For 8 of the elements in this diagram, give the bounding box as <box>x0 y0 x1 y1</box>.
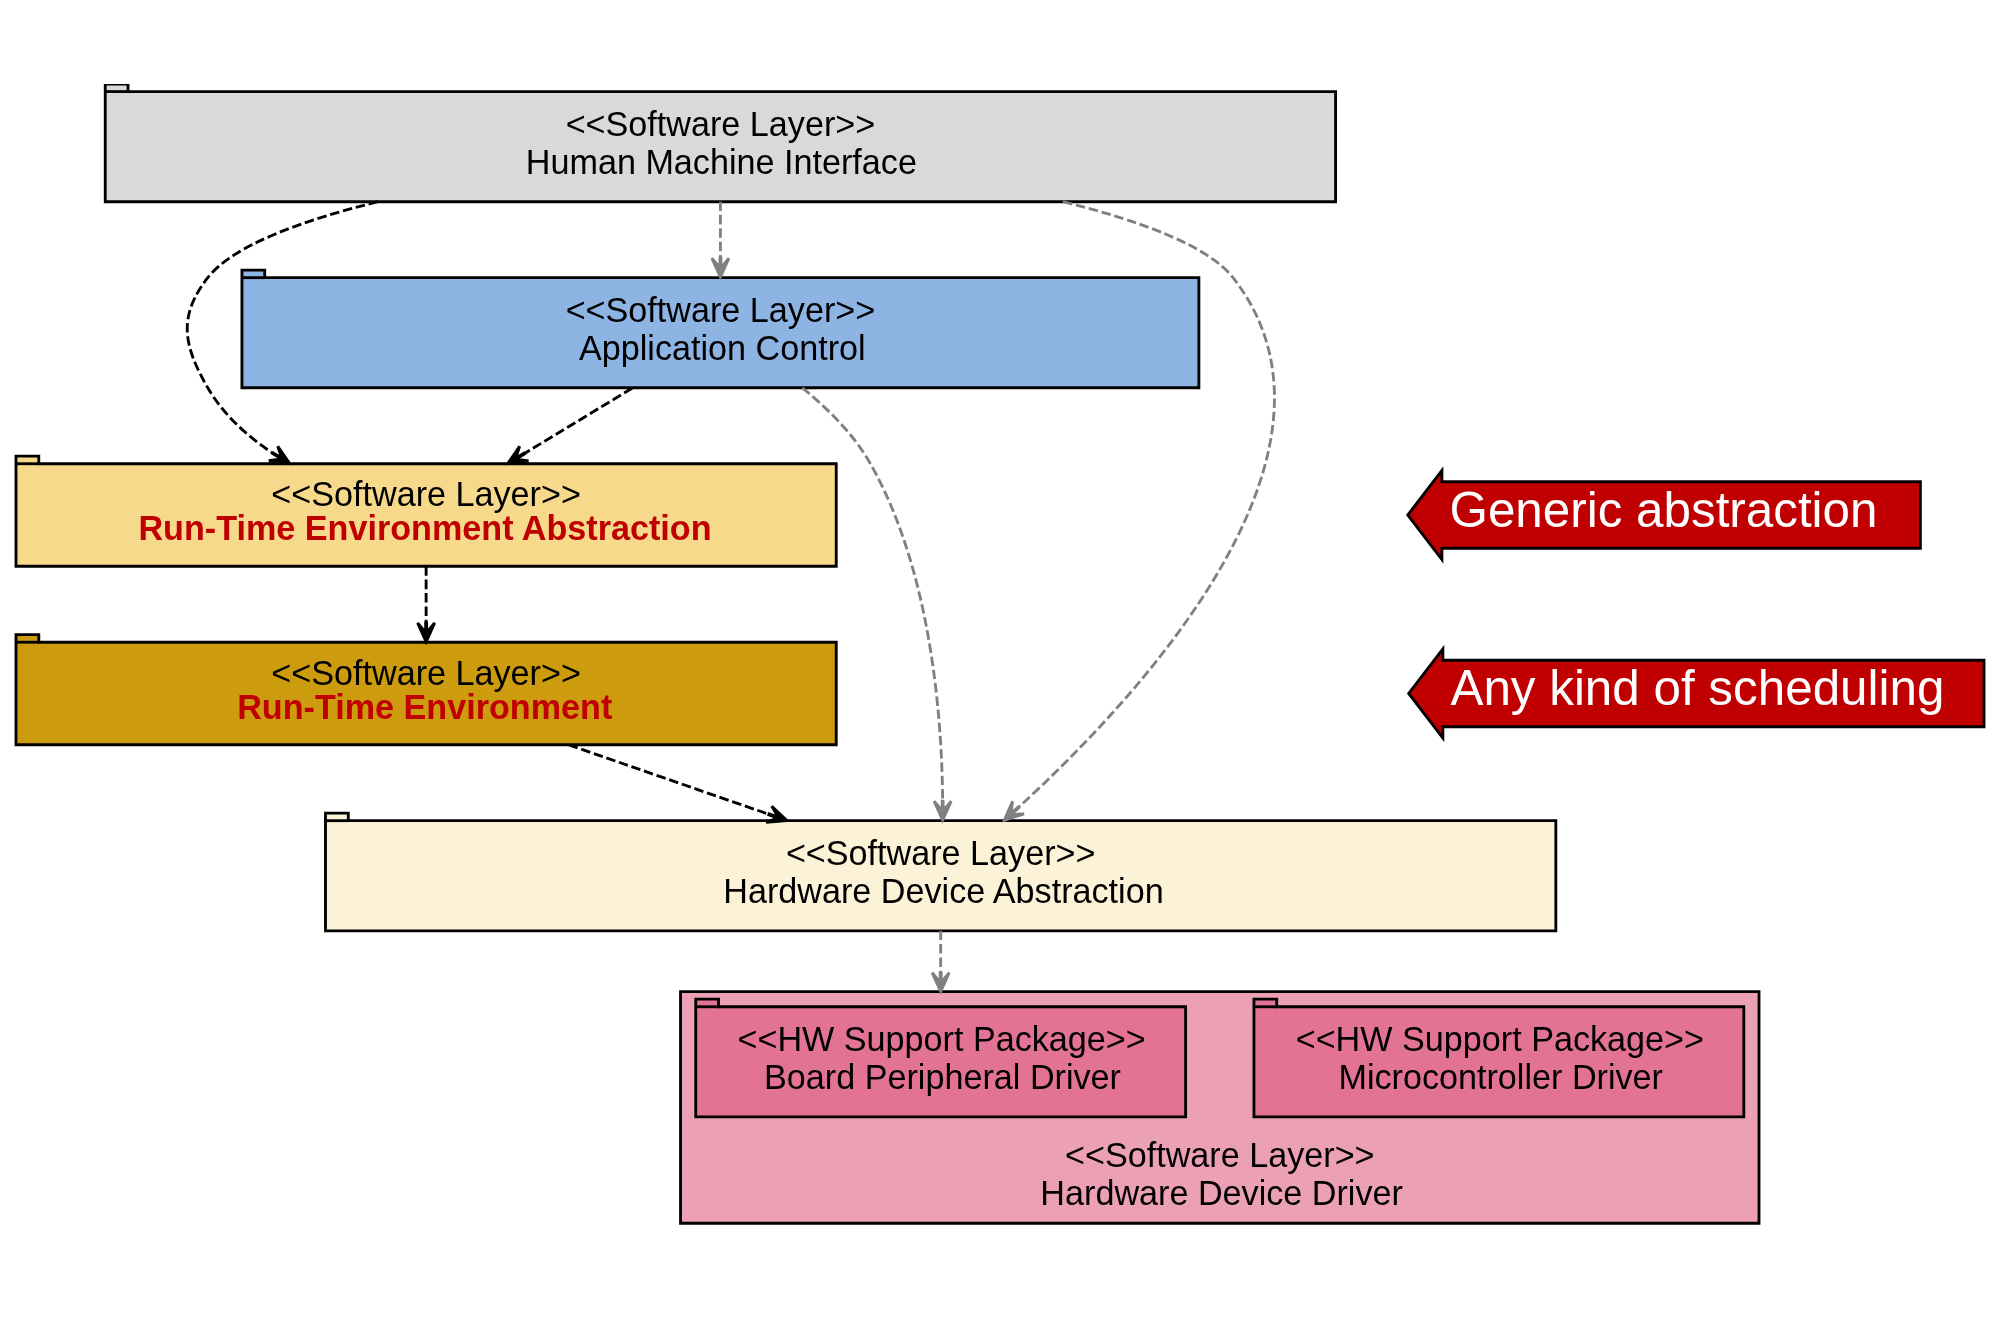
arrow <box>416 566 437 644</box>
arrow <box>185 200 379 465</box>
arrow <box>930 930 951 993</box>
arrow <box>1002 200 1275 822</box>
arrow <box>506 386 633 465</box>
arrow <box>801 386 953 822</box>
arrow <box>710 201 731 279</box>
arrow <box>568 743 789 824</box>
